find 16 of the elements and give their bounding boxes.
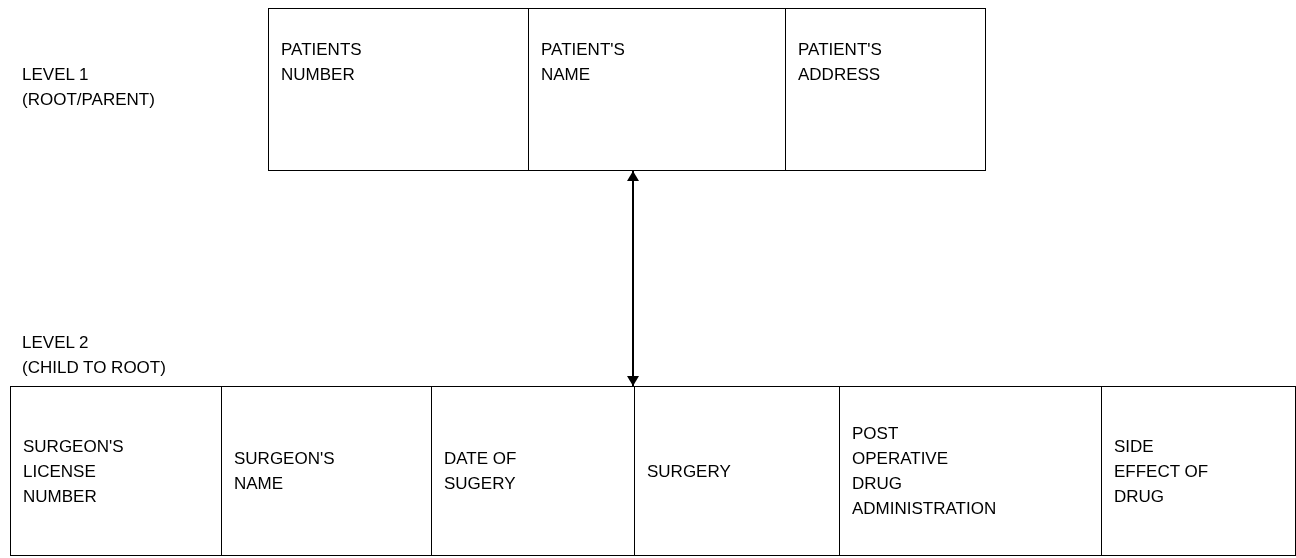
field-name: SIDE EFFECT OF DRUG (1114, 435, 1210, 508)
field-name: PATIENT'S ADDRESS (798, 39, 882, 86)
record-box (10, 386, 1296, 556)
field-name: POST OPERATIVE DRUG ADMINISTRATION (852, 423, 997, 520)
field-name: SURGERY (647, 460, 731, 483)
record-box (268, 8, 986, 171)
level-label: LEVEL 1 (22, 64, 89, 86)
field-name: DATE OF SUGERY (444, 448, 518, 495)
field-name: SURGEON'S NAME (234, 448, 335, 495)
level-label: (CHILD TO ROOT) (22, 357, 166, 379)
field-name: PATIENT'S NAME (541, 39, 625, 86)
field-name: PATIENTS NUMBER (281, 39, 362, 86)
field-name: SURGEON'S LICENSE NUMBER (23, 435, 124, 508)
level-label: (ROOT/PARENT) (22, 89, 155, 111)
level-label: LEVEL 2 (22, 332, 89, 354)
double-arrow (627, 170, 639, 387)
